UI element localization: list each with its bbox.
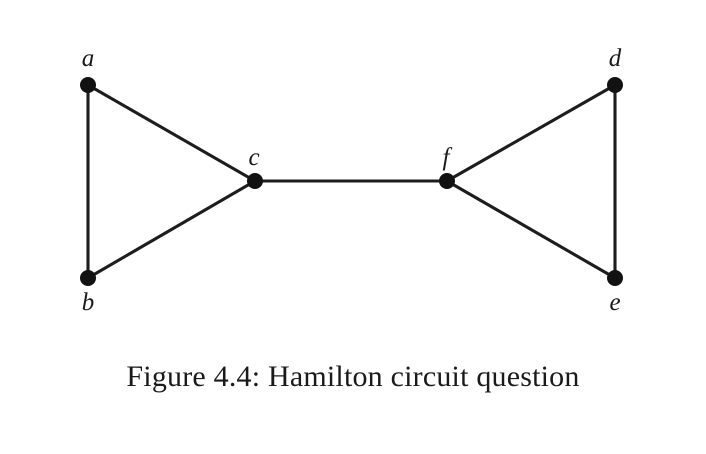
vertex-label-e: e — [609, 289, 620, 316]
graph-vertex-c — [247, 173, 263, 189]
graph-vertex-d — [607, 77, 623, 93]
graph-vertex-f — [439, 173, 455, 189]
vertex-label-c: c — [248, 144, 259, 171]
vertex-label-f: f — [443, 144, 453, 171]
graph-vertex-b — [80, 270, 96, 286]
graph-edge-a-c — [86, 83, 257, 183]
vertex-labels-group: a b c d e f — [82, 45, 622, 316]
graph-edge-f-e — [445, 179, 617, 280]
graph-diagram: a b c d e f — [80, 45, 623, 316]
edges-group — [86, 83, 617, 280]
figure-caption: Figure 4.4: Hamilton circuit question — [126, 360, 580, 393]
vertex-label-a: a — [82, 45, 95, 72]
vertex-label-b: b — [82, 289, 95, 316]
graph-vertex-a — [80, 77, 96, 93]
graph-edge-b-c — [86, 179, 257, 280]
vertex-label-d: d — [609, 45, 622, 72]
graph-edge-f-d — [445, 83, 617, 183]
vertices-group — [80, 77, 623, 286]
graph-vertex-e — [607, 270, 623, 286]
